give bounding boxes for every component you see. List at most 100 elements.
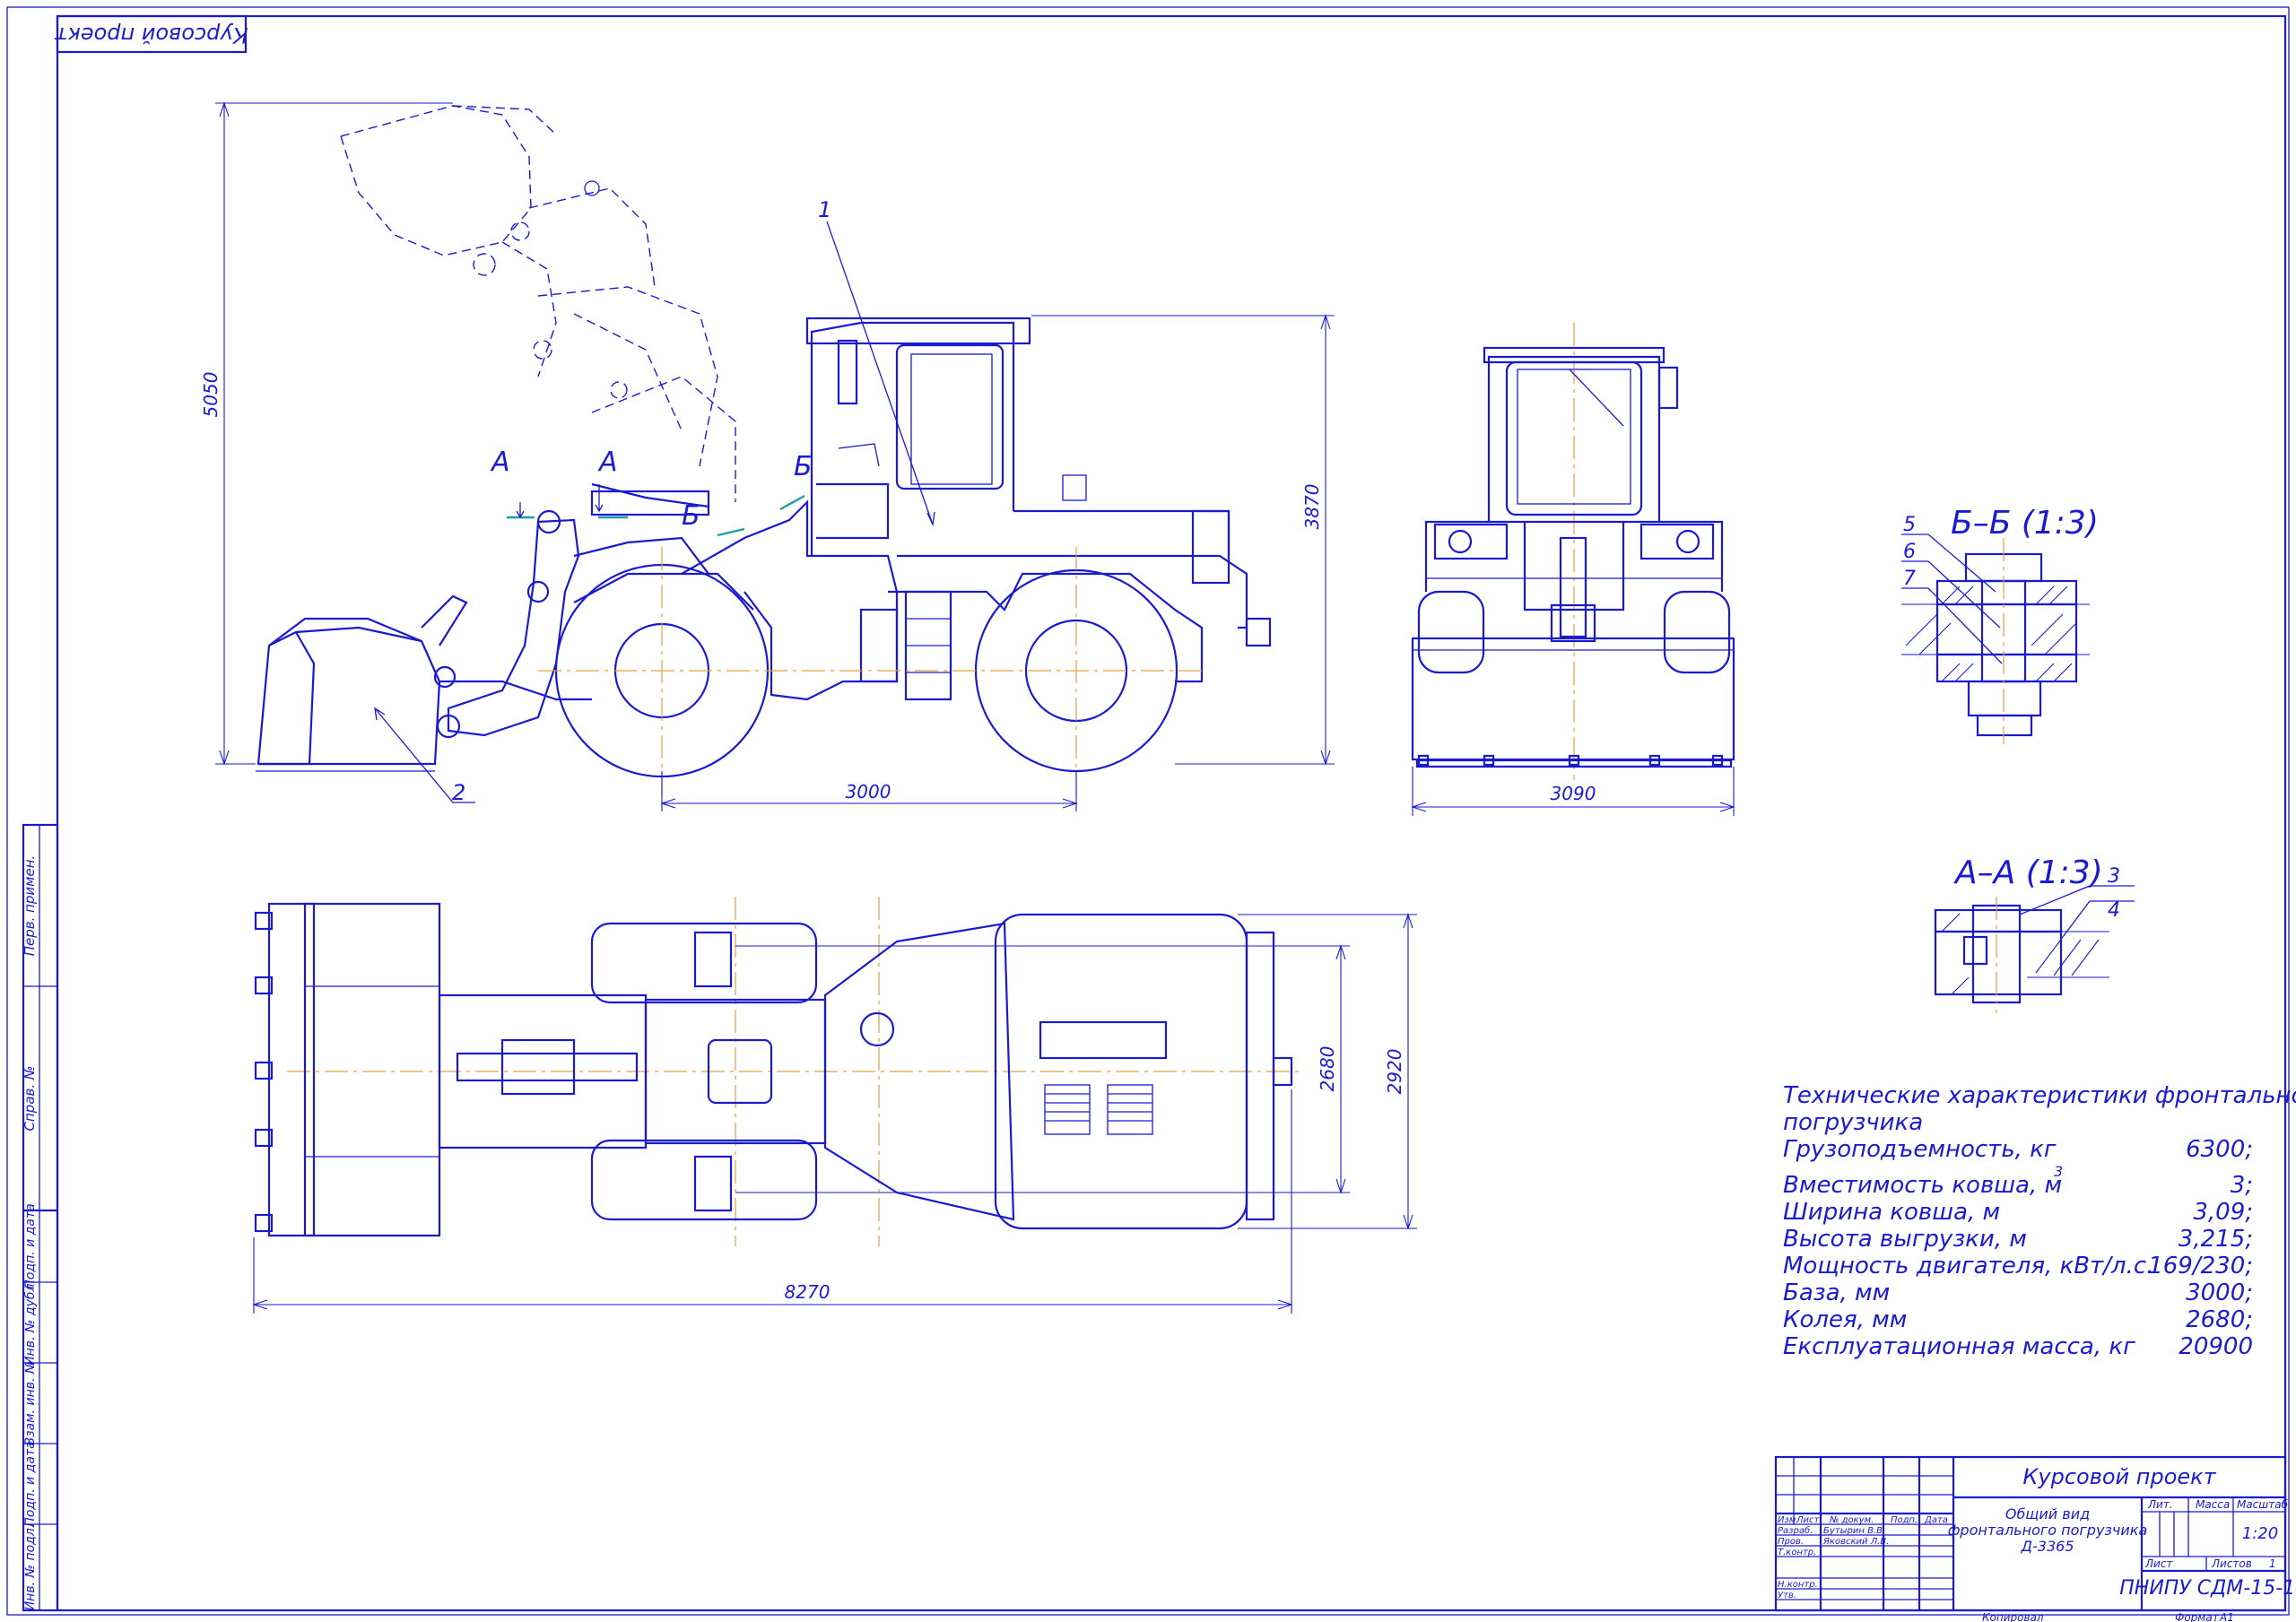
- tb-org: ПНИПУ СДМ-15-1б: [2119, 1577, 2296, 1600]
- role-prov: Пров.: [1778, 1537, 1804, 1547]
- tb-scale-label: Масштаб: [2237, 1498, 2289, 1511]
- svg-text:3000;: 3000;: [2186, 1279, 2253, 1306]
- svg-text:Вместимость ковша, м: Вместимость ковша, м: [1783, 1172, 2062, 1199]
- tb-copied: Копировал: [1982, 1611, 2044, 1622]
- top-stamp: Курсовой проект: [54, 14, 248, 54]
- side-label-4: Взам. инв. №: [23, 1360, 38, 1445]
- callout-2: 2: [452, 780, 465, 805]
- top-stamp-text: Курсовой проект: [54, 22, 248, 48]
- specs-row: Ширина ковша, м 3,09;: [1783, 1199, 2253, 1226]
- callout-3: 3: [2108, 865, 2120, 888]
- specs-title-line2: погрузчика: [1783, 1109, 1923, 1136]
- side-label-5: Подп. и дата: [23, 1441, 38, 1526]
- svg-text:2680;: 2680;: [2186, 1306, 2253, 1333]
- specs-block: Технические характеристики фронтального …: [1783, 1082, 2296, 1360]
- title-block: Курсовой проект Общий вид фронтального п…: [1774, 1455, 2296, 1622]
- specs-title-line1: Технические характеристики фронтального: [1783, 1082, 2296, 1109]
- role-utv: Утв.: [1778, 1591, 1796, 1600]
- callouts-side: 1 2: [374, 197, 935, 805]
- col-sign: Подп.: [1891, 1515, 1918, 1525]
- section-aa-title: А–А (1:3): [1953, 854, 2103, 891]
- svg-text:169/230;: 169/230;: [2148, 1253, 2253, 1279]
- name-prov: Яковский Л.В.: [1822, 1537, 1889, 1547]
- top-view: 8270 2680 2920: [252, 897, 1417, 1314]
- dim-width-front: 3090: [1551, 783, 1596, 804]
- section-mark-b-left: Б: [682, 500, 700, 532]
- callout-4: 4: [2108, 899, 2120, 922]
- title-block-name-line3: Д-3365: [2021, 1538, 2074, 1555]
- role-razrab: Разраб.: [1778, 1525, 1813, 1536]
- svg-text:Высота выгрузки, м: Высота выгрузки, м: [1783, 1226, 2027, 1253]
- dimensions-side: 5050 3870 3000: [200, 101, 1335, 811]
- svg-text:Колея, мм: Колея, мм: [1783, 1306, 1907, 1333]
- title-block-name-line1: Общий вид: [2005, 1505, 2090, 1522]
- dim-height-cab: 3870: [1301, 484, 1323, 530]
- outer-border: [6, 6, 2290, 1616]
- svg-text:3,09;: 3,09;: [2193, 1199, 2253, 1226]
- side-label-0: Перв. примен.: [22, 855, 38, 957]
- svg-text:3,215;: 3,215;: [2179, 1226, 2253, 1253]
- tb-scale: 1:20: [2242, 1524, 2278, 1543]
- tb-sheets-count: 1: [2269, 1557, 2276, 1570]
- col-izm: Изм.: [1778, 1515, 1799, 1525]
- svg-text:3;: 3;: [2231, 1172, 2253, 1199]
- col-doc: № докум.: [1829, 1515, 1874, 1525]
- tb-mass: Масса: [2196, 1498, 2230, 1511]
- dim-length-overall: 8270: [785, 1281, 831, 1303]
- specs-row: Експлуатационная масса, кг 20900: [1783, 1333, 2253, 1360]
- dim-wheelbase: 3000: [846, 781, 891, 802]
- svg-text:База, мм: База, мм: [1783, 1279, 1890, 1306]
- cab: [805, 317, 1087, 556]
- callout-7: 7: [1903, 568, 1916, 590]
- inner-frame: [56, 14, 2287, 1612]
- dim-width-overall: 2920: [1384, 1049, 1405, 1095]
- col-list: Лист: [1796, 1515, 1821, 1525]
- svg-text:6300;: 6300;: [2186, 1136, 2253, 1163]
- section-mark-a-left: А: [490, 447, 510, 478]
- role-nkontr: Н.контр.: [1778, 1580, 1818, 1590]
- section-bb: Б–Б (1:3) 5 6 7: [1901, 505, 2099, 744]
- specs-row: Вместимость ковша, м 3 3;: [1783, 1163, 2253, 1199]
- frame-body: [681, 499, 1272, 701]
- name-razrab: Бутырин В.В.: [1823, 1526, 1885, 1536]
- tb-sheet: Лист: [2144, 1557, 2173, 1570]
- section-aa: А–А (1:3) 3 4: [1934, 854, 2135, 1013]
- lowered-bucket: [256, 594, 468, 772]
- specs-row: Грузоподъемность, кг 6300;: [1783, 1136, 2253, 1163]
- svg-text:Мощность двигателя, кВт/л.с.: Мощность двигателя, кВт/л.с.: [1783, 1253, 2153, 1279]
- role-tkontr: Т.контр.: [1778, 1548, 1816, 1557]
- col-date: Дата: [1924, 1515, 1948, 1525]
- tb-format-label: Формат: [2175, 1611, 2220, 1622]
- side-view: А А Б Б 1 2 5050: [200, 101, 1335, 811]
- side-label-1: Справ. №: [22, 1066, 38, 1132]
- tb-lit: Лит.: [2147, 1498, 2173, 1511]
- raised-bucket-dashed: [340, 105, 736, 502]
- section-bb-title: Б–Б (1:3): [1951, 505, 2099, 542]
- side-label-2: Подп. и дата: [23, 1203, 38, 1288]
- callout-6: 6: [1903, 541, 1916, 563]
- side-label-6: Инв. № подл.: [23, 1524, 38, 1611]
- specs-row: Высота выгрузки, м 3,215;: [1783, 1226, 2253, 1253]
- section-lines-side: А А Б Б: [490, 447, 813, 537]
- side-strip: Перв. примен. Справ. № Подп. и дата Инв.…: [22, 823, 59, 1612]
- svg-text:3: 3: [2054, 1163, 2063, 1180]
- dim-track: 2680: [1317, 1046, 1338, 1092]
- specs-row: Мощность двигателя, кВт/л.с. 169/230;: [1783, 1253, 2253, 1279]
- specs-row: Колея, мм 2680;: [1783, 1306, 2253, 1333]
- svg-text:Ширина ковша, м: Ширина ковша, м: [1783, 1199, 2000, 1226]
- front-view: 3090: [1411, 323, 1735, 816]
- callout-5: 5: [1903, 514, 1916, 536]
- svg-text:Грузоподъемность, кг: Грузоподъемность, кг: [1783, 1136, 2057, 1163]
- side-label-3: Инв. № дубл.: [23, 1279, 38, 1366]
- section-mark-b-right: Б: [794, 451, 813, 482]
- callout-1: 1: [818, 197, 831, 222]
- svg-text:20900: 20900: [2179, 1333, 2253, 1360]
- boom-arm: [433, 482, 710, 739]
- dim-height-raised: 5050: [200, 372, 222, 418]
- title-block-name-line2: фронтального погрузчика: [1948, 1522, 2148, 1539]
- tb-format-value: А1: [2219, 1611, 2234, 1622]
- tb-sheets: Листов: [2211, 1557, 2252, 1570]
- title-block-project: Курсовой проект: [2022, 1464, 2216, 1489]
- specs-row: База, мм 3000;: [1783, 1279, 2253, 1306]
- svg-text:Експлуатационная масса, кг: Експлуатационная масса, кг: [1783, 1333, 2135, 1360]
